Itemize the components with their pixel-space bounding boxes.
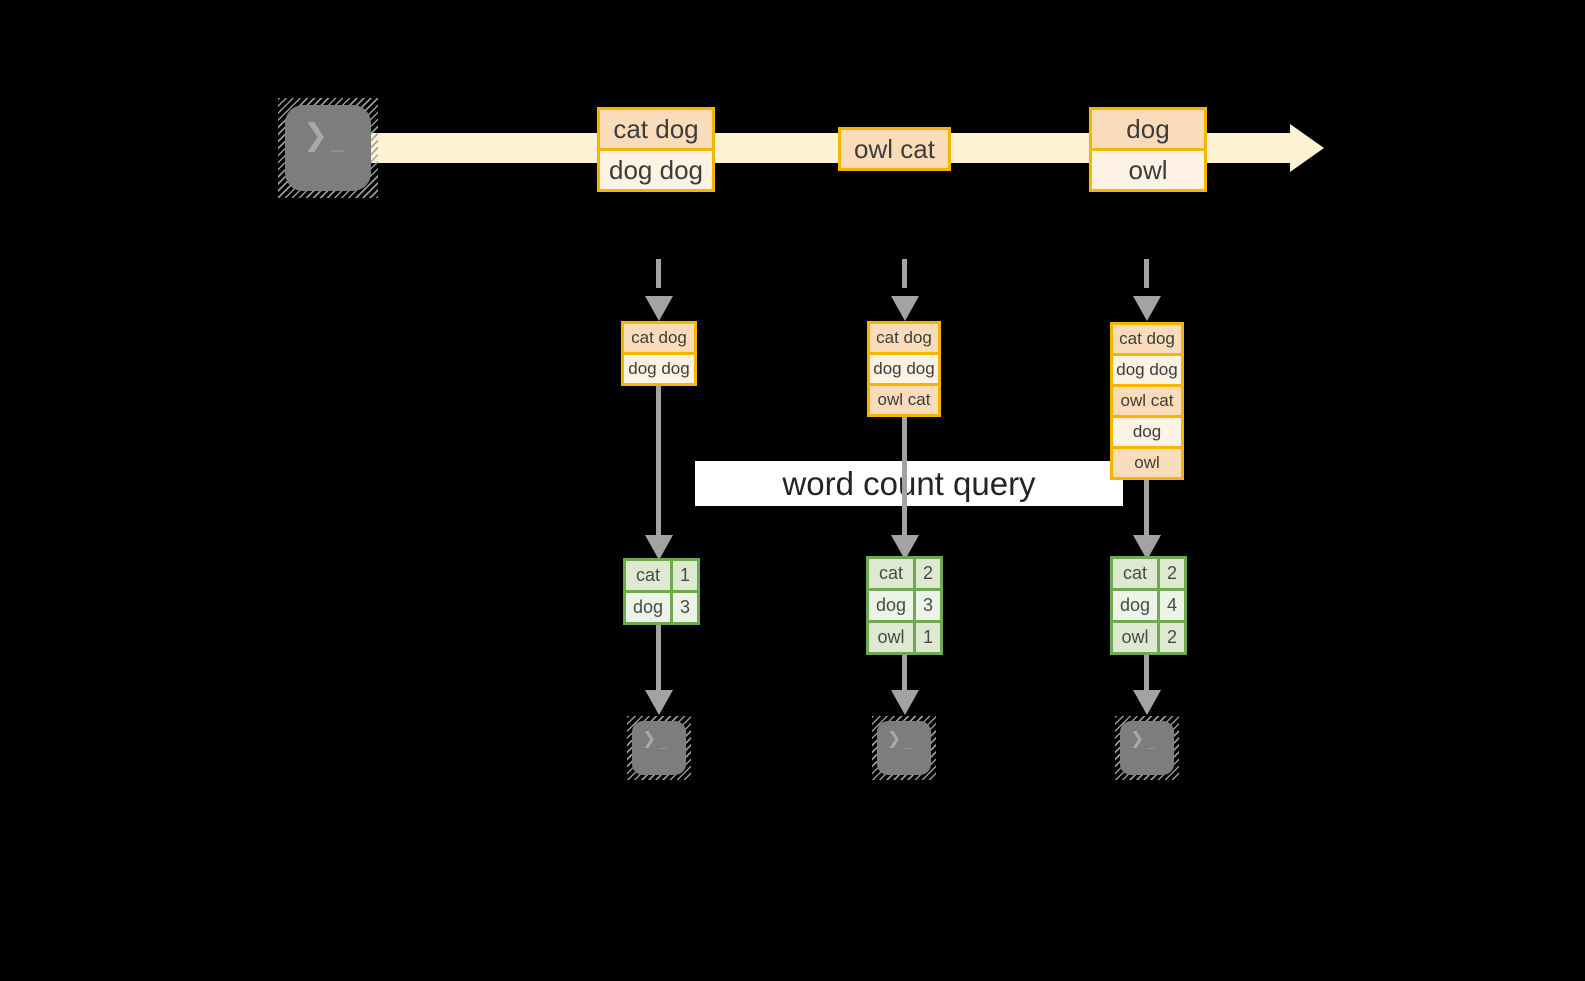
terminal-screen: ❯ _ (285, 105, 371, 191)
prompt-chevron-icon: ❯ (887, 729, 902, 748)
result-word-cell: owl (869, 623, 913, 652)
stream-record: cat dog (600, 110, 712, 148)
result-row: dog 3 (869, 591, 940, 620)
batch-row: cat dog (624, 324, 694, 352)
result-count-cell: 1 (916, 623, 940, 652)
stream-record: owl (1092, 151, 1204, 189)
arrow-line (656, 386, 661, 537)
result-count-cell: 2 (1160, 559, 1184, 588)
dashed-arrow-line (1144, 259, 1149, 288)
down-arrowhead-icon (645, 535, 673, 560)
result-word-cell: dog (869, 591, 913, 620)
batch-row: owl (1113, 449, 1181, 477)
down-arrowhead-icon (891, 535, 919, 560)
result-word-cell: dog (626, 593, 670, 622)
result-row: owl 2 (1113, 623, 1184, 652)
result-word-cell: owl (1113, 623, 1157, 652)
prompt-cursor-icon: _ (904, 735, 912, 750)
stream-record: dog (1092, 110, 1204, 148)
batch-row: cat dog (870, 324, 938, 352)
batch-row: dog dog (870, 355, 938, 383)
result-word-cell: cat (626, 561, 670, 590)
batch-row: cat dog (1113, 325, 1181, 353)
dashed-arrow-line (656, 259, 661, 288)
stream-record: dog dog (600, 151, 712, 189)
batch-row: dog dog (624, 355, 694, 383)
down-arrowhead-icon (645, 296, 673, 321)
sink-terminal-icon: ❯ _ (872, 716, 936, 780)
arrow-line (902, 655, 907, 690)
result-row: cat 2 (1113, 559, 1184, 588)
stream-record-box-1: cat dog dog dog (597, 107, 715, 192)
result-row: dog 3 (626, 593, 697, 622)
batch-input-1: cat dog dog dog (621, 321, 697, 386)
result-word-cell: dog (1113, 591, 1157, 620)
prompt-cursor-icon: _ (659, 735, 667, 750)
result-count-cell: 1 (673, 561, 697, 590)
batch-row: owl cat (1113, 387, 1181, 415)
result-table-2: cat 2 dog 3 owl 1 (866, 556, 943, 655)
batch-input-3: cat dog dog dog owl cat dog owl (1110, 322, 1184, 480)
batch-row: dog (1113, 418, 1181, 446)
result-count-cell: 2 (1160, 623, 1184, 652)
stream-record-box-3: dog owl (1089, 107, 1207, 192)
result-word-cell: cat (1113, 559, 1157, 588)
result-table-1: cat 1 dog 3 (623, 558, 700, 625)
batch-input-2: cat dog dog dog owl cat (867, 321, 941, 417)
arrow-line (656, 625, 661, 690)
stream-record-box-2: owl cat (838, 127, 951, 171)
sink-terminal-icon: ❯ _ (1115, 716, 1179, 780)
down-arrowhead-icon (891, 296, 919, 321)
dashed-arrow-line (902, 259, 907, 288)
prompt-cursor-icon: _ (1147, 735, 1155, 750)
arrow-line (902, 417, 907, 537)
result-count-cell: 4 (1160, 591, 1184, 620)
down-arrowhead-icon (1133, 296, 1161, 321)
result-row: cat 1 (626, 561, 697, 590)
prompt-chevron-icon: ❯ (1130, 729, 1145, 748)
result-count-cell: 2 (916, 559, 940, 588)
batch-row: owl cat (870, 386, 938, 414)
down-arrowhead-icon (1133, 690, 1161, 715)
down-arrowhead-icon (645, 690, 673, 715)
stream-record: owl cat (841, 130, 948, 168)
result-row: dog 4 (1113, 591, 1184, 620)
result-row: owl 1 (869, 623, 940, 652)
result-row: cat 2 (869, 559, 940, 588)
query-label: word count query (695, 461, 1123, 506)
result-count-cell: 3 (673, 593, 697, 622)
sink-terminal-icon: ❯ _ (627, 716, 691, 780)
source-terminal-icon: ❯ _ (278, 98, 378, 198)
arrow-line (1144, 480, 1149, 537)
down-arrowhead-icon (891, 690, 919, 715)
terminal-screen: ❯ _ (1120, 721, 1174, 775)
stream-arrowhead-icon (1290, 124, 1324, 172)
terminal-screen: ❯ _ (632, 721, 686, 775)
prompt-chevron-icon: ❯ (303, 119, 329, 152)
prompt-cursor-icon: _ (331, 129, 344, 154)
terminal-screen: ❯ _ (877, 721, 931, 775)
result-word-cell: cat (869, 559, 913, 588)
result-table-3: cat 2 dog 4 owl 2 (1110, 556, 1187, 655)
down-arrowhead-icon (1133, 535, 1161, 560)
batch-row: dog dog (1113, 356, 1181, 384)
prompt-chevron-icon: ❯ (642, 729, 657, 748)
arrow-line (1144, 655, 1149, 690)
result-count-cell: 3 (916, 591, 940, 620)
